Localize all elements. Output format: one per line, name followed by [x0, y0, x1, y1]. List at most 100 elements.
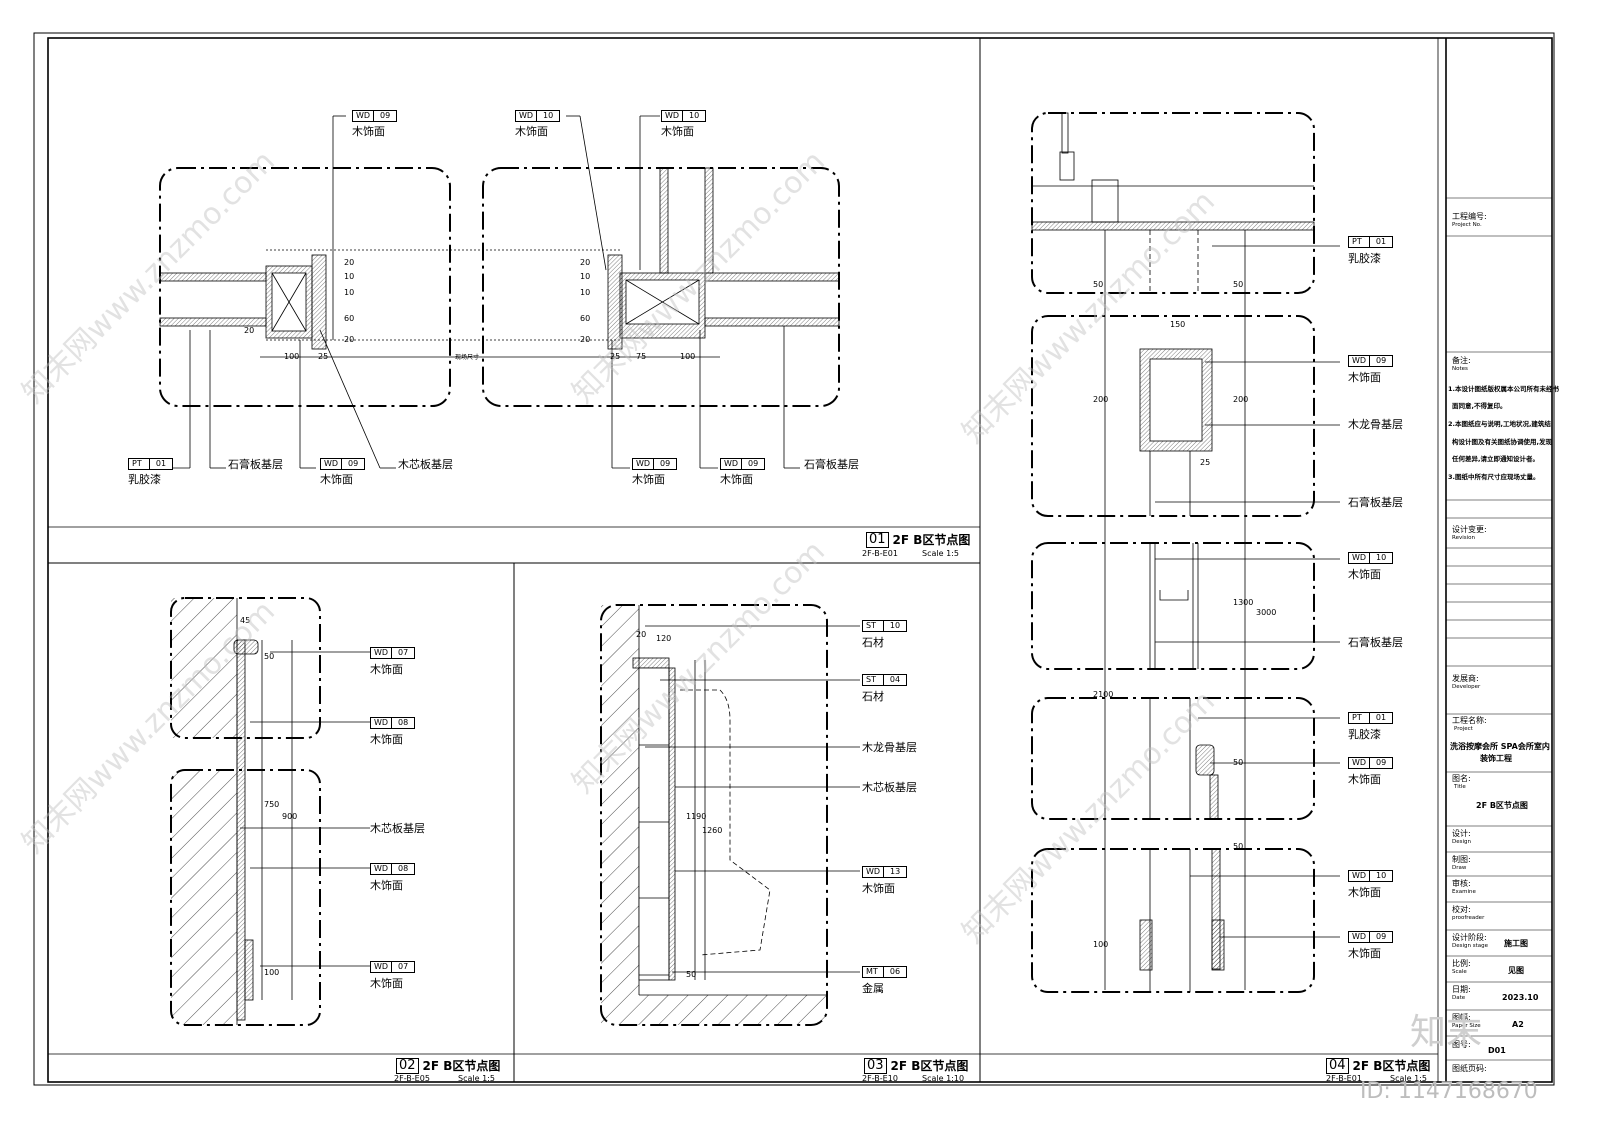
tb-label: 备注: — [1452, 356, 1471, 365]
tb-label-en: Examine — [1452, 889, 1476, 895]
dimension: 50 — [1093, 280, 1104, 289]
drawing-scale: Scale 1:10 — [922, 1074, 965, 1083]
tb-note: 1.本设计图纸版权属本公司所有未经书 — [1448, 385, 1559, 393]
material-label: 石膏板基层 — [1348, 636, 1403, 649]
scale-value: 见图 — [1508, 966, 1524, 975]
material-label: 木龙骨基层 — [1348, 418, 1403, 431]
tb-label-en: Developer — [1452, 684, 1481, 690]
material-label: 石膏板基层 — [228, 458, 283, 471]
dimension: 现场尺寸 — [455, 354, 480, 361]
material-label: 木龙骨基层 — [862, 741, 917, 754]
material-label: 木饰面 — [1348, 947, 1381, 960]
tb-label-en: Scale — [1452, 969, 1467, 975]
drawing-number: D01 — [1488, 1046, 1506, 1055]
dimension: 1190 — [686, 812, 707, 821]
stage-value: 施工图 — [1504, 939, 1528, 948]
drawing-scale: Scale 1:5 — [922, 549, 959, 558]
material-label: 乳胶漆 — [1348, 728, 1381, 741]
material-label: 石膏板基层 — [1348, 496, 1403, 509]
tb-label: 校对: — [1452, 905, 1471, 914]
dimension: 75 — [636, 352, 647, 361]
tb-label: 工程编号: — [1452, 212, 1487, 221]
dimension: 10 — [344, 288, 355, 297]
tb-label-en: Draw — [1452, 865, 1467, 871]
material-label: 木饰面 — [862, 882, 895, 895]
tb-label-en: Project No. — [1452, 222, 1482, 228]
tb-label: 制图: — [1452, 855, 1471, 864]
watermark-logo: 知末 — [1410, 1012, 1483, 1053]
date-value: 2023.10 — [1502, 993, 1539, 1002]
material-label: 木芯板基层 — [370, 822, 425, 835]
drawing-ref: 2F-B-E05 — [394, 1074, 430, 1083]
material-label: 木饰面 — [661, 125, 694, 138]
dimension: 50 — [1233, 842, 1244, 851]
dimension: 50 — [1233, 280, 1244, 289]
tb-label: 图号: — [1452, 1040, 1471, 1049]
tb-label: 设计: — [1452, 829, 1471, 838]
material-label: 木芯板基层 — [862, 781, 917, 794]
project-name: 洗浴按摩会所 SPA会所室内 — [1450, 742, 1550, 751]
dimension: 20 — [344, 335, 355, 344]
dimension: 200 — [1233, 395, 1249, 404]
tb-label-en: Paper Size — [1452, 1023, 1481, 1029]
watermark-id: ID: 1147168670 — [1360, 1079, 1538, 1104]
size-value: A2 — [1512, 1020, 1524, 1029]
tb-label: 图名: — [1452, 774, 1471, 783]
material-label: 木芯板基层 — [398, 458, 453, 471]
dimension: 20 — [344, 258, 355, 267]
drawing-scale: Scale 1:5 — [458, 1074, 495, 1083]
material-label: 石材 — [862, 690, 884, 703]
tb-label: 比例: — [1452, 959, 1471, 968]
tb-note: 面同意,不得复印。 — [1452, 402, 1507, 410]
tb-note: 构设计图及有关图纸协调使用,发现 — [1452, 438, 1552, 446]
material-label: 木饰面 — [320, 473, 353, 486]
dimension: 10 — [580, 288, 591, 297]
dimension: 60 — [580, 314, 591, 323]
tb-label: 发展商: — [1452, 674, 1479, 683]
dimension: 20 — [580, 335, 591, 344]
drawing-ref: 2F-B-E01 — [862, 549, 898, 558]
tb-note: 任何差异,请立即通知设计者。 — [1452, 455, 1539, 463]
tb-label: 图纸页码: — [1452, 1064, 1487, 1073]
dimension: 150 — [1170, 320, 1186, 329]
tb-label: 工程名称: — [1452, 716, 1487, 725]
dimension: 100 — [680, 352, 696, 361]
dimension: 1260 — [702, 826, 723, 835]
dimension: 750 — [264, 800, 280, 809]
material-label: 乳胶漆 — [128, 473, 161, 486]
material-label: 木饰面 — [1348, 568, 1381, 581]
material-label: 木饰面 — [632, 473, 665, 486]
drawing-ref: 2F-B-E01 — [1326, 1074, 1362, 1083]
material-label: 木饰面 — [370, 977, 403, 990]
dimension: 25 — [610, 352, 621, 361]
tb-label: 设计变更: — [1452, 525, 1487, 534]
tb-label-en: Project — [1454, 726, 1473, 732]
tb-label-en: Title — [1454, 784, 1466, 790]
tb-label-en: Design stage — [1452, 943, 1489, 949]
tb-label-en: Revision — [1452, 535, 1475, 541]
material-label: 石材 — [862, 636, 884, 649]
material-label: 木饰面 — [1348, 773, 1381, 786]
material-label: 木饰面 — [720, 473, 753, 486]
material-label: 木饰面 — [370, 879, 403, 892]
material-label: 金属 — [862, 982, 884, 995]
dimension: 25 — [1200, 458, 1211, 467]
tb-label: 图幅: — [1452, 1013, 1471, 1022]
